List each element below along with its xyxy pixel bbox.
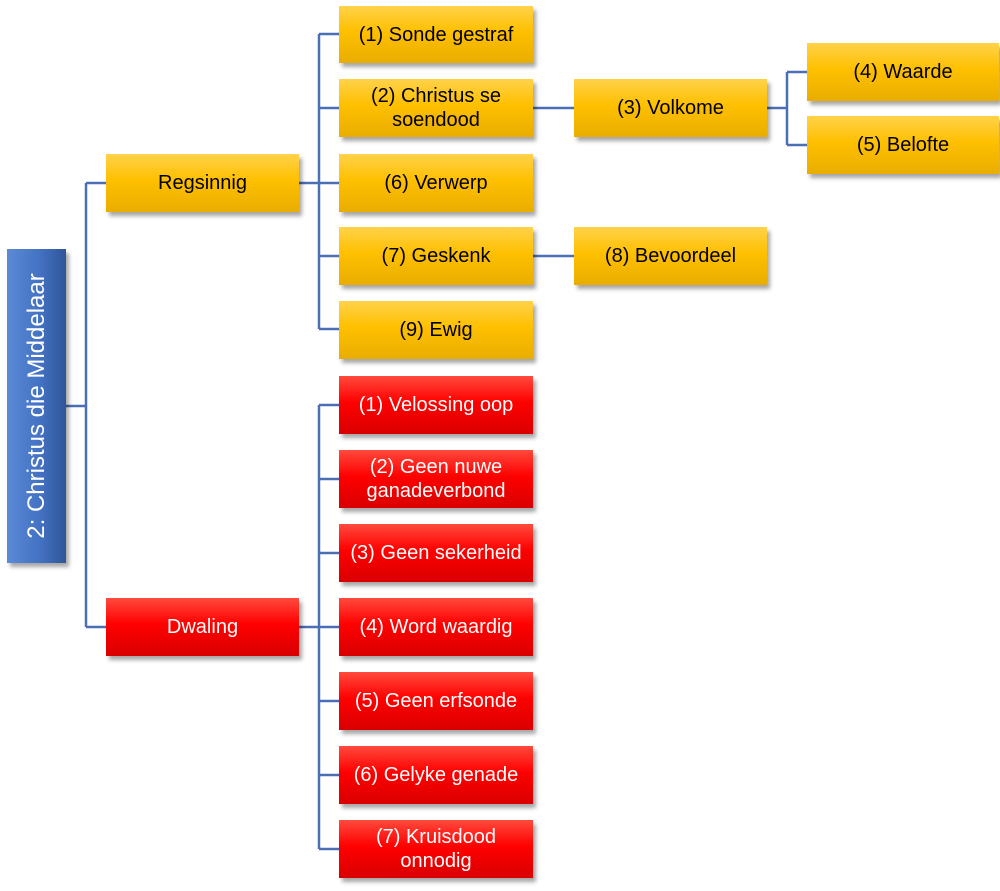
node-label: (5) Belofte	[856, 134, 950, 156]
dwaling-node[interactable]: Dwaling	[106, 598, 299, 656]
regsinnig-item-5[interactable]: (5) Belofte	[807, 116, 999, 174]
dwaling-item-3[interactable]: (3) Geen sekerheid	[339, 524, 533, 582]
regsinnig-item-8[interactable]: (8) Bevoordeel	[574, 227, 767, 285]
node-label: (7) Kruisdood onnodig	[375, 826, 497, 872]
node-label: (3) Geen sekerheid	[350, 542, 522, 564]
regsinnig-item-6[interactable]: (6) Verwerp	[339, 154, 533, 212]
node-label: (1) Velossing oop	[358, 394, 514, 416]
node-label: (3) Volkome	[617, 97, 724, 119]
regsinnig-item-3[interactable]: (3) Volkome	[574, 79, 767, 137]
node-label: (4) Word waardig	[359, 616, 513, 638]
node-label: (8) Bevoordeel	[604, 245, 737, 267]
node-label: (5) Geen erfsonde	[354, 690, 518, 712]
regsinnig-label: Regsinnig	[158, 172, 247, 194]
dwaling-item-5[interactable]: (5) Geen erfsonde	[339, 672, 533, 730]
regsinnig-item-2[interactable]: (2) Christus se soendood	[339, 79, 533, 137]
dwaling-item-2[interactable]: (2) Geen nuwe ganadeverbond	[339, 450, 533, 508]
regsinnig-item-9[interactable]: (9) Ewig	[339, 301, 533, 359]
regsinnig-node[interactable]: Regsinnig	[106, 154, 299, 212]
regsinnig-item-4[interactable]: (4) Waarde	[807, 43, 999, 101]
node-label: (4) Waarde	[853, 61, 953, 83]
regsinnig-item-7[interactable]: (7) Geskenk	[339, 227, 533, 285]
dwaling-item-7[interactable]: (7) Kruisdood onnodig	[339, 820, 533, 878]
dwaling-label: Dwaling	[166, 616, 239, 638]
dwaling-item-6[interactable]: (6) Gelyke genade	[339, 746, 533, 804]
node-label: (9) Ewig	[399, 319, 473, 341]
dwaling-item-4[interactable]: (4) Word waardig	[339, 598, 533, 656]
node-label: (1) Sonde gestraf	[358, 23, 514, 46]
node-label: (6) Gelyke genade	[353, 764, 519, 786]
node-label: (2) Geen nuwe ganadeverbond	[366, 456, 506, 502]
node-label: (7) Geskenk	[381, 245, 491, 267]
dwaling-item-1[interactable]: (1) Velossing oop	[339, 376, 533, 434]
node-label: (2) Christus se soendood	[370, 85, 502, 131]
node-label: (6) Verwerp	[384, 172, 488, 194]
root-label: 2: Christus die Middelaar	[22, 273, 50, 539]
regsinnig-item-1[interactable]: (1) Sonde gestraf	[339, 6, 533, 63]
root-node[interactable]: 2: Christus die Middelaar	[7, 249, 66, 563]
